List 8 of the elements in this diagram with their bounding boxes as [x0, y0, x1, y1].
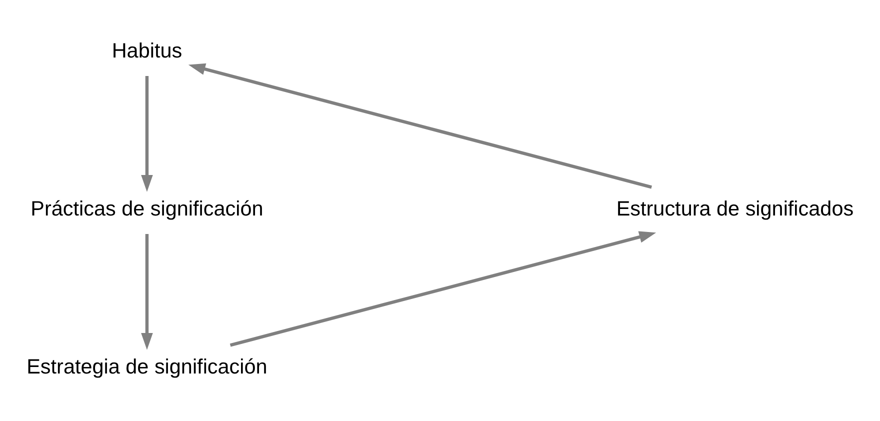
node-text: Estructura de significados: [616, 197, 854, 220]
node-text: Prácticas de significación: [30, 197, 264, 220]
arrow: [141, 234, 153, 350]
node-text: Habitus: [112, 39, 182, 62]
arrow: [188, 63, 652, 189]
arrow: [230, 231, 656, 347]
node-text: Estrategia de significación: [26, 355, 268, 378]
arrow: [141, 76, 153, 192]
